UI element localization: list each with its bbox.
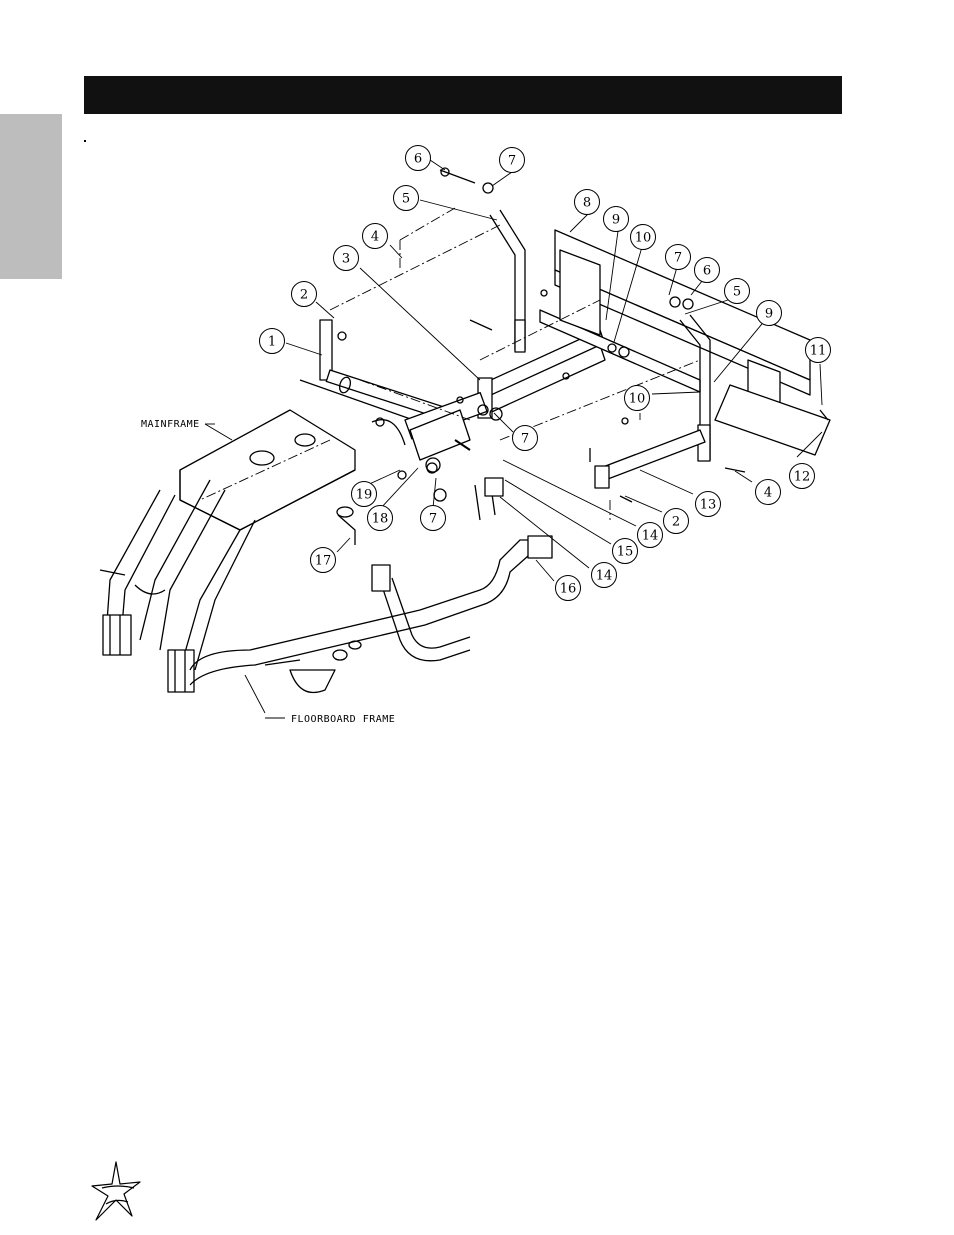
callout-number: 6	[414, 152, 422, 167]
callout-number: 19	[356, 488, 373, 503]
callout-number: 14	[642, 529, 659, 544]
callout-balloon: 5	[393, 185, 419, 211]
callout-number: 5	[733, 285, 741, 300]
callout-balloon: 10	[624, 385, 650, 411]
callout-number: 1	[268, 335, 276, 350]
callout-number: 4	[764, 486, 772, 501]
callout-number: 18	[372, 512, 389, 527]
callout-number: 13	[700, 498, 717, 513]
callout-number: 14	[596, 569, 613, 584]
callout-balloon: 7	[512, 425, 538, 451]
callout-balloon: 2	[291, 281, 317, 307]
callout-number: 9	[765, 307, 773, 322]
side-tab	[0, 114, 62, 279]
callout-balloon: 11	[805, 337, 831, 363]
callout-balloon: 9	[756, 300, 782, 326]
callout-number: 2	[300, 288, 308, 303]
mainframe-plate	[179, 409, 356, 531]
callout-number: 10	[635, 231, 652, 246]
header-bar	[84, 76, 842, 114]
callout-number: 8	[583, 196, 591, 211]
callout-balloon: 7	[420, 505, 446, 531]
callout-number: 3	[342, 252, 350, 267]
callout-balloon: 13	[695, 491, 721, 517]
callout-balloon: 10	[630, 224, 656, 250]
callout-number: 11	[810, 344, 827, 359]
callout-balloon: 2	[663, 508, 689, 534]
callout-balloon: 7	[665, 244, 691, 270]
callout-number: 7	[674, 251, 682, 266]
callout-balloon: 14	[591, 562, 617, 588]
callout-number: 2	[672, 515, 680, 530]
callout-balloon: 5	[724, 278, 750, 304]
callout-number: 15	[617, 545, 634, 560]
callout-balloon: 16	[555, 575, 581, 601]
frame-drawing	[99, 167, 831, 694]
callout-number: 16	[560, 582, 577, 597]
floorboard-frame-label: FLOORBOARD FRAME	[291, 714, 395, 725]
callout-number: 7	[429, 512, 437, 527]
callout-balloon: 3	[333, 245, 359, 271]
callout-balloons: 6 7 5 4 3 2 1 8 9 10 7 6 5 9 11 10 12 4 …	[259, 145, 831, 601]
callout-number: 4	[371, 230, 379, 245]
callout-balloon: 14	[637, 522, 663, 548]
callout-number: 17	[315, 554, 332, 569]
callout-balloon: 6	[694, 257, 720, 283]
callout-balloon: 8	[574, 189, 600, 215]
callout-number: 12	[794, 470, 811, 485]
callout-balloon: 19	[351, 481, 377, 507]
callout-balloon: 18	[367, 505, 393, 531]
callout-number: 10	[629, 392, 646, 407]
callout-balloon: 12	[789, 463, 815, 489]
callout-number: 7	[508, 154, 516, 169]
callout-number: 5	[402, 192, 410, 207]
callout-balloon: 4	[362, 223, 388, 249]
page-mark	[84, 140, 86, 142]
callout-number: 9	[612, 213, 620, 228]
callout-balloon: 9	[603, 206, 629, 232]
callout-balloon: 4	[755, 479, 781, 505]
callout-number: 7	[521, 432, 529, 447]
star-swoosh-logo-icon	[91, 1161, 141, 1221]
callout-number: 6	[703, 264, 711, 279]
callout-balloon: 15	[612, 538, 638, 564]
mainframe-label: MAINFRAME	[141, 419, 200, 430]
callout-balloon: 6	[405, 145, 431, 171]
callout-balloon: 17	[310, 547, 336, 573]
callout-balloon: 1	[259, 328, 285, 354]
callout-balloon: 7	[499, 147, 525, 173]
